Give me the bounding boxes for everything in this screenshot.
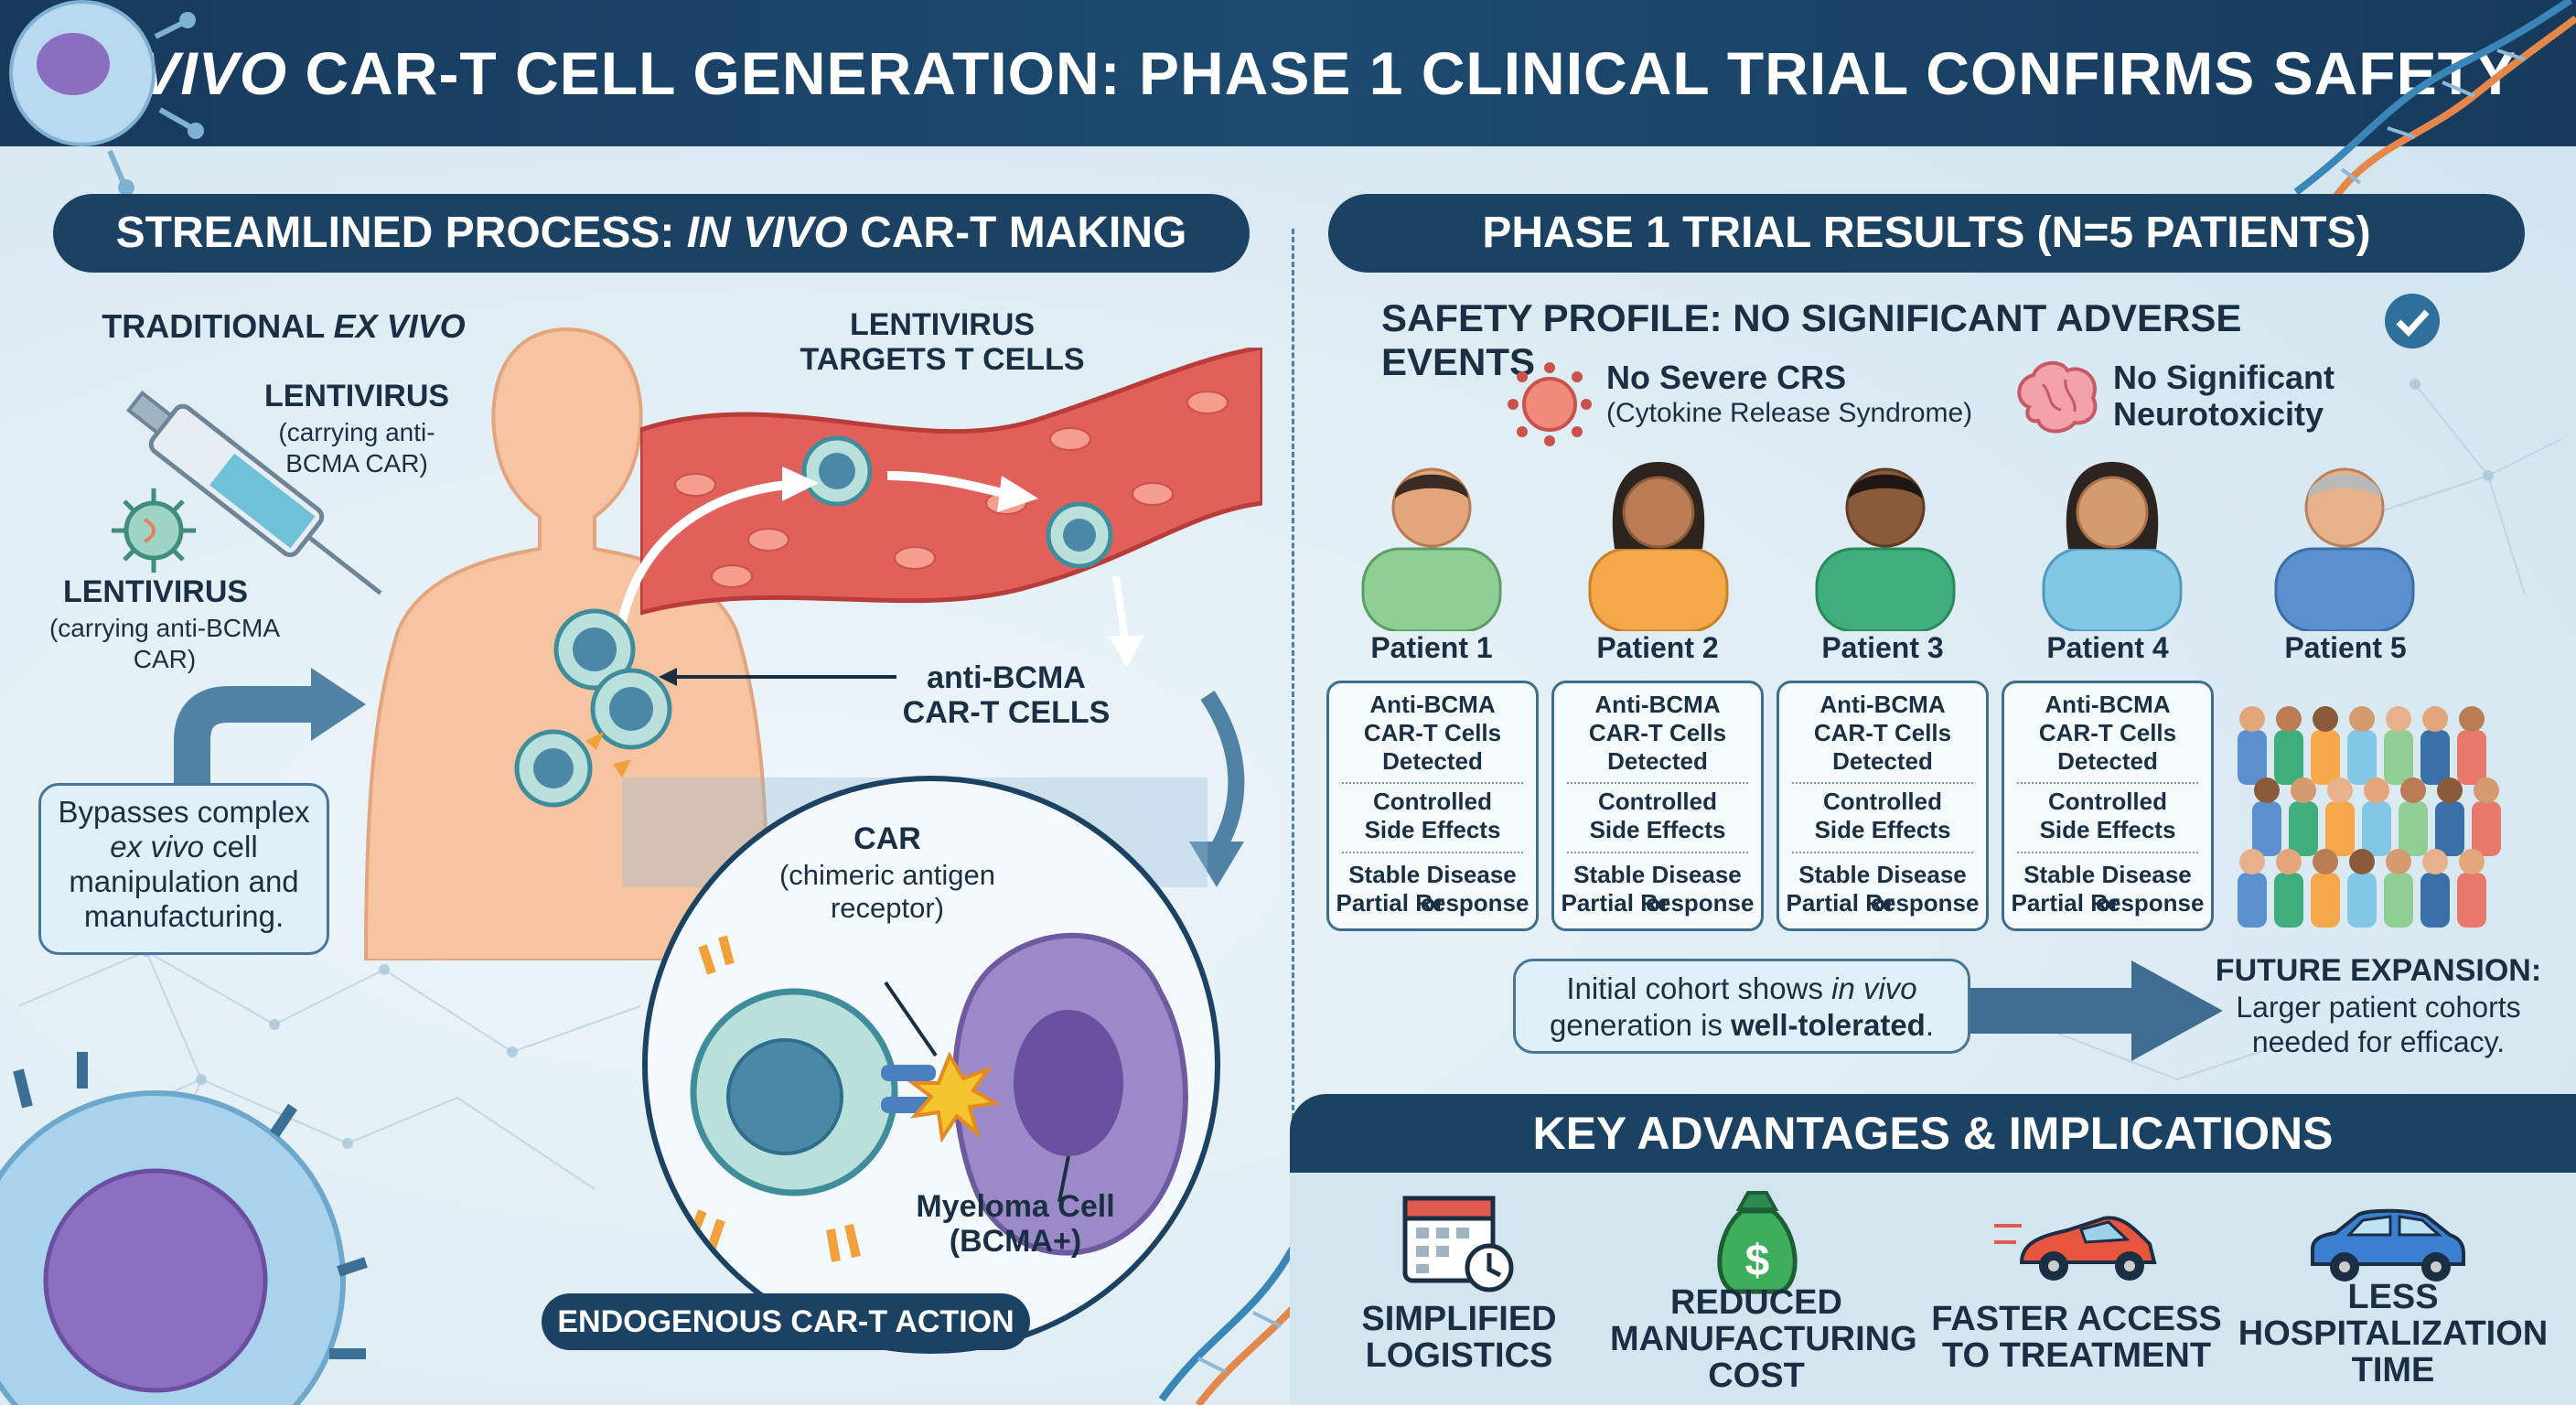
cart-cells-label-2: CAR-T CELLS: [902, 695, 1111, 730]
process-arrow: [174, 668, 366, 796]
check-circle-icon: [2385, 294, 2440, 349]
safety-profile-heading: SAFETY PROFILE: NO SIGNIFICANT ADVERSE E…: [1381, 296, 2242, 384]
immune-cell-illustration: [0, 1052, 368, 1405]
svg-text:$: $: [1745, 1237, 1770, 1285]
cohort-note: Initial cohort shows in vivo generation …: [1513, 959, 1970, 1054]
future-expansion-line-1: Larger patient cohorts: [2236, 991, 2521, 1024]
no-severe-crs-title: No Severe CRS: [1606, 359, 1847, 396]
syringe-lentivirus-detail-1: (carrying anti-: [278, 418, 435, 446]
right-section-header: PHASE 1 TRIAL RESULTS (N=5 PATIENTS): [1328, 194, 2525, 273]
patient-4-card: Anti-BCMA CAR-T Cells Detected Controlle…: [2002, 681, 2214, 931]
advantages-header: KEY ADVANTAGES & IMPLICATIONS: [1290, 1094, 2576, 1173]
patient-1-card: Anti-BCMA CAR-T Cells Detected Controlle…: [1326, 681, 1539, 931]
car-label-title: CAR: [853, 821, 921, 856]
dna-helix-icon: [2293, 0, 2576, 201]
panel-divider: [1292, 229, 1294, 1143]
patient-2-name: Patient 2: [1596, 631, 1719, 664]
patient-1-name: Patient 1: [1370, 631, 1493, 664]
patient-3-name: Patient 3: [1821, 631, 1944, 664]
expansion-arrow: [1958, 960, 2223, 1061]
syringe-lentivirus-detail-2: BCMA CAR): [285, 449, 428, 477]
car-t-cells-cluster: [514, 608, 672, 808]
myeloma-label-1: Myeloma Cell: [916, 1189, 1115, 1224]
money-bag-icon: $: [1717, 1191, 1798, 1294]
calendar-clock-icon: [1402, 1196, 1514, 1292]
corner-virus-icon: [9, 0, 204, 196]
syringe-icon: [125, 390, 382, 595]
vessel-target-label-1: LENTIVIRUS: [849, 307, 1036, 342]
car-icon: [2311, 1208, 2465, 1282]
vessel-target-label-2: TARGETS T CELLS: [800, 342, 1085, 377]
lentivirus-icon: [112, 488, 196, 573]
syringe-lentivirus-title: LENTIVIRUS: [263, 379, 450, 413]
patient-4-name: Patient 4: [2046, 631, 2169, 664]
car-t-action-circle: [642, 776, 1220, 1354]
title-banner: IN VIVO CAR-T CELL GENERATION: PHASE 1 C…: [0, 0, 2576, 146]
flow-arrows: [617, 467, 1245, 887]
patient-3-avatar: [1815, 467, 1956, 631]
cytokine-icon: [1508, 362, 1592, 446]
page-title: IN VIVO CAR-T CELL GENERATION: PHASE 1 C…: [59, 39, 2517, 107]
left-section-header: STREAMLINED PROCESS: IN VIVO CAR-T MAKIN…: [53, 194, 1250, 273]
patient-3-card: Anti-BCMA CAR-T Cells Detected Controlle…: [1776, 681, 1989, 931]
no-neurotoxicity-line-2: Neurotoxicity: [2113, 395, 2324, 433]
myeloma-label-2: (BCMA+): [949, 1224, 1082, 1259]
car-t-binding-illustration: [687, 932, 1188, 1262]
car-label-detail-1: (chimeric antigen: [778, 859, 996, 891]
traditional-label: TRADITIONAL EX VIVO: [102, 307, 466, 345]
virus-lentivirus-detail-2: CAR): [133, 645, 197, 673]
brain-icon: [2017, 360, 2098, 434]
endogenous-action-label: ENDOGENOUS CAR-T ACTION: [542, 1293, 1030, 1350]
patient-2-card: Anti-BCMA CAR-T Cells Detected Controlle…: [1551, 681, 1764, 931]
no-neurotoxicity-line-1: No Significant: [2113, 359, 2334, 396]
patient-2-avatar: [1588, 462, 1729, 631]
virus-lentivirus-detail-1: (carrying anti-BCMA: [48, 614, 281, 642]
no-severe-crs-detail: (Cytokine Release Syndrome): [1606, 398, 1973, 428]
patient-avatars: [1361, 462, 2415, 631]
race-car-icon: [1994, 1216, 2157, 1281]
virus-lentivirus-title: LENTIVIRUS: [62, 574, 249, 609]
patient-1-avatar: [1361, 467, 1502, 631]
patient-5-avatar: [2274, 467, 2415, 631]
patient-crowd-illustration: [2238, 706, 2501, 928]
car-label-detail-2: receptor): [830, 892, 945, 924]
patient-5-name: Patient 5: [2284, 631, 2407, 664]
future-expansion-title: FUTURE EXPANSION:: [2215, 953, 2542, 988]
cart-cells-label-1: anti-BCMA: [927, 660, 1086, 695]
bypass-note: Bypasses complex ex vivo cell manipulati…: [38, 783, 329, 955]
patient-4-avatar: [2042, 462, 2183, 631]
future-expansion-line-2: needed for efficacy.: [2251, 1025, 2506, 1058]
